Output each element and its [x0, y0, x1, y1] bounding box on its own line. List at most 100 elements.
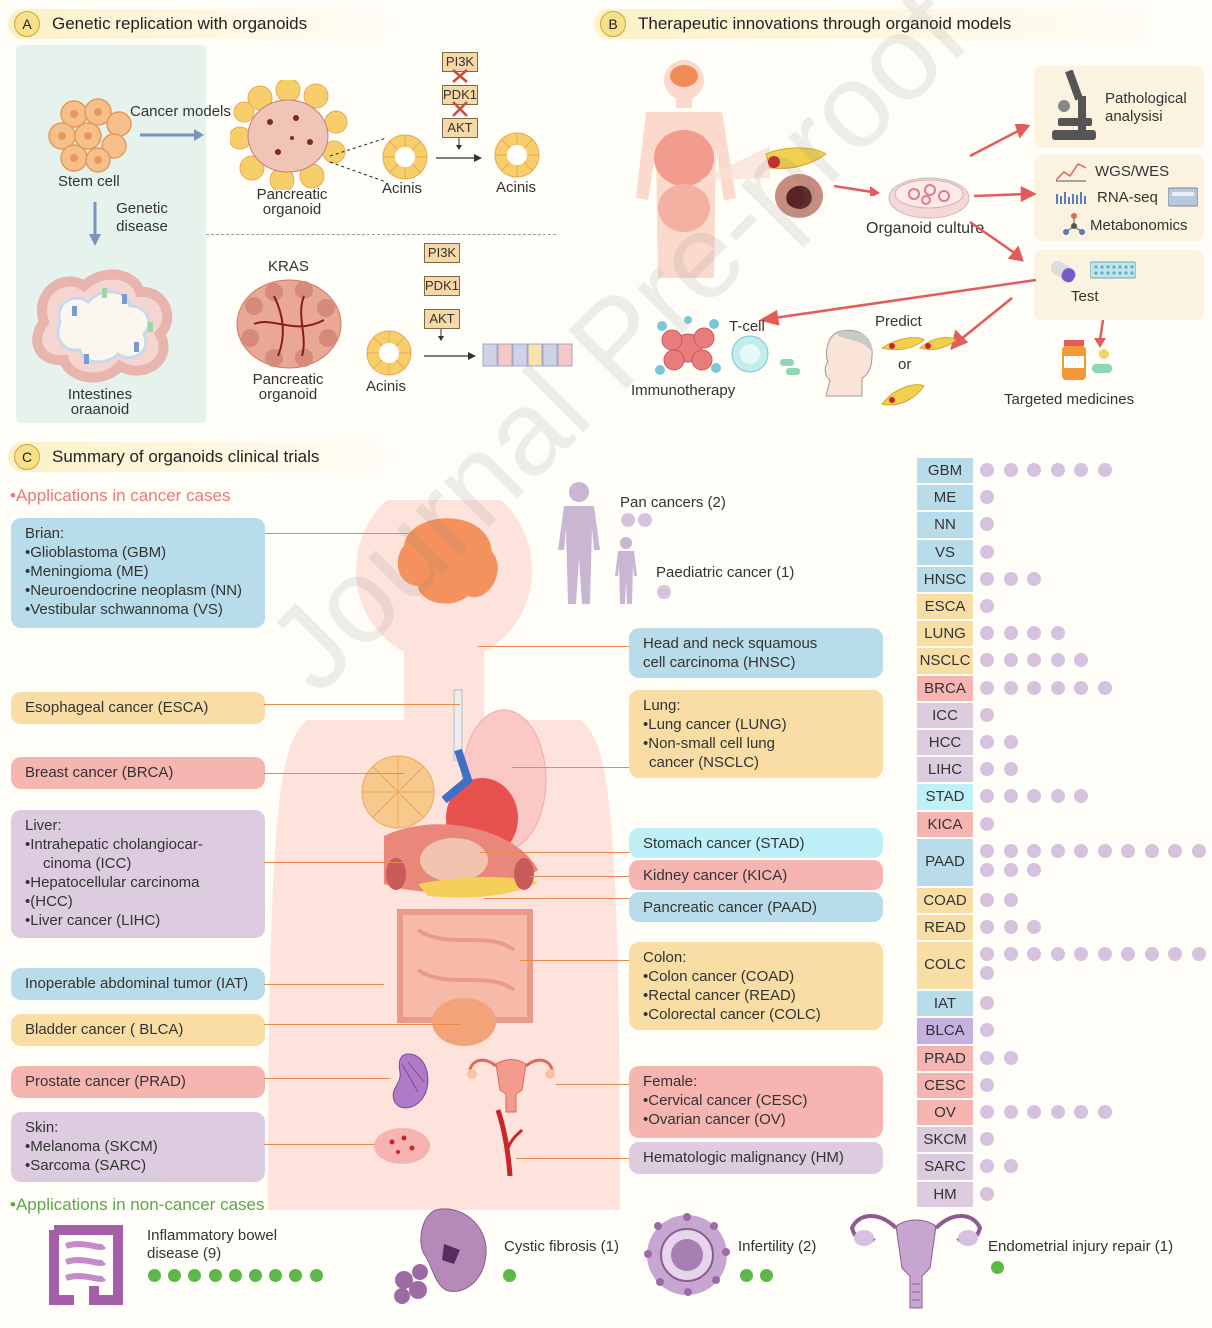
- trial-dot: [980, 816, 994, 831]
- connector-hm: [516, 1158, 630, 1159]
- trial-dot: [1050, 843, 1065, 858]
- lung-title: Lung:: [643, 697, 681, 714]
- uterus-large-icon: [849, 1214, 983, 1309]
- brain-item: •Vestibular schwannoma (VS): [25, 601, 223, 618]
- pancreatic-organoid-label-top: Pancreatic organoid: [240, 186, 344, 219]
- red-arrows-group: [969, 124, 1037, 262]
- skin-item: •Melanoma (SKCM): [25, 1138, 158, 1155]
- trial-label-icc: ICC: [917, 702, 973, 728]
- green-dot: [249, 1269, 262, 1282]
- targeted-medicines-label: Targeted medicines: [1004, 391, 1135, 408]
- trial-dot: [1050, 1104, 1065, 1119]
- trial-dot: [1097, 680, 1112, 695]
- trial-dot: [1027, 919, 1041, 934]
- hnsc-line-2: cell carcinoma (HNSC): [643, 654, 796, 671]
- pill-icon: [1050, 261, 1076, 283]
- connector-iat: [264, 984, 384, 985]
- lung-item: •Lung cancer (LUNG): [643, 716, 787, 733]
- panel-b-title: Therapeutic innovations through organoid…: [638, 14, 1012, 33]
- trial-dot: [980, 490, 994, 505]
- petri-dish-icon: [888, 177, 970, 219]
- trial-dot: [1003, 680, 1018, 695]
- liver-title: Liver:: [25, 817, 62, 834]
- trial-dot: [1027, 626, 1041, 641]
- brain-item: •Neuroendocrine neoplasm (NN): [25, 582, 243, 599]
- green-dot: [991, 1261, 1004, 1274]
- trial-dot: [980, 1159, 994, 1174]
- green-dot: [269, 1269, 283, 1282]
- trial-label-nn: NN: [917, 512, 973, 538]
- trial-dot: [1003, 789, 1018, 804]
- organoid-word: organoid: [262, 201, 322, 218]
- ibd-line-2: disease (9): [147, 1245, 222, 1262]
- connector-female: [556, 1084, 630, 1085]
- acinus-icon: [382, 134, 428, 180]
- liver-item: •Hepatocellular carcinoma: [25, 874, 200, 891]
- skin-title: Skin:: [25, 1119, 59, 1136]
- trial-label-cesc: CESC: [917, 1072, 973, 1098]
- gene-pdk1: PDK1: [442, 85, 478, 105]
- trial-dot: [1121, 947, 1135, 962]
- trial-label-skcm: SKCM: [917, 1127, 973, 1153]
- sequencing-bars-icon: [1056, 192, 1086, 204]
- brca-box: Breast cancer (BRCA): [11, 757, 265, 789]
- trial-dot: [1027, 463, 1041, 477]
- human-body-silhouette-icon: [636, 60, 736, 278]
- kras-organoid-icon: [236, 279, 342, 369]
- trial-label-hcc: HCC: [917, 730, 973, 756]
- trial-dot: [980, 862, 994, 877]
- liver-item: •(HCC): [25, 893, 73, 910]
- connector-colon: [520, 960, 630, 961]
- trial-dot: [980, 680, 994, 695]
- arrow-right-icon: [436, 154, 482, 162]
- adult-figure-icon: [558, 482, 600, 604]
- hnsc-line-1: Head and neck squamous: [643, 635, 818, 652]
- dashed-divider: [206, 234, 556, 235]
- trial-dot: [1027, 571, 1041, 586]
- trial-dot: [980, 1023, 994, 1038]
- trial-label-kica: KICA: [917, 811, 973, 837]
- trial-label-gbm: GBM: [917, 458, 973, 484]
- trial-dot: [1074, 843, 1088, 858]
- trial-dot: [1050, 947, 1065, 962]
- iat-box: Inoperable abdominal tumor (IAT): [11, 968, 265, 1000]
- panel-c-header: C Summary of organoids clinical trials: [8, 442, 394, 472]
- acinis-label-1: Acinis: [382, 180, 423, 197]
- trial-dot: [980, 463, 994, 477]
- trial-dot: [980, 544, 994, 559]
- trial-label-ov: OV: [917, 1099, 973, 1126]
- trial-dot: [1003, 653, 1018, 668]
- connector-brain: [264, 533, 414, 534]
- esca-box: Esophageal cancer (ESCA): [11, 692, 265, 724]
- oocyte-icon: [644, 1213, 730, 1296]
- uterus-icon: [467, 1058, 555, 1113]
- green-dot: [760, 1269, 773, 1282]
- trial-dot: [1027, 653, 1041, 668]
- prad-box: Prostate cancer (PRAD): [11, 1066, 265, 1098]
- pancreas-good-icon: [880, 337, 956, 351]
- trial-dot: [1003, 1159, 1018, 1174]
- zoom-pancreas-icon: [700, 146, 827, 180]
- female-title: Female:: [643, 1073, 698, 1090]
- hnsc-box: Head and neck squamous cell carcinoma (H…: [629, 628, 883, 678]
- trial-dot: [980, 707, 994, 722]
- molecule-icon: [1063, 213, 1085, 235]
- trial-dot: [1003, 463, 1018, 477]
- hm-box: Hematologic malignancy (HM): [629, 1142, 883, 1174]
- panel-b-header: B Therapeutic innovations through organo…: [594, 9, 1160, 39]
- infertility-label: Infertility (2): [738, 1238, 817, 1255]
- stad-box: Stomach cancer (STAD): [629, 828, 883, 858]
- brain-item: •Meningioma (ME): [25, 563, 149, 580]
- trial-dot: [1003, 843, 1018, 858]
- kras-label: KRAS: [268, 258, 309, 275]
- predict-arrows: [760, 278, 1037, 351]
- trial-label-me: ME: [917, 485, 973, 511]
- trial-dot: [980, 1050, 994, 1065]
- kidney-prostate-icon: [392, 1053, 429, 1109]
- connector-prad: [264, 1078, 390, 1079]
- disease-label: disease: [116, 218, 168, 235]
- colon-item: •Rectal cancer (READ): [643, 987, 796, 1004]
- trial-dot: [1074, 653, 1088, 668]
- brain-title: Brian:: [25, 525, 65, 542]
- organoid-label: oraanoid: [70, 401, 130, 418]
